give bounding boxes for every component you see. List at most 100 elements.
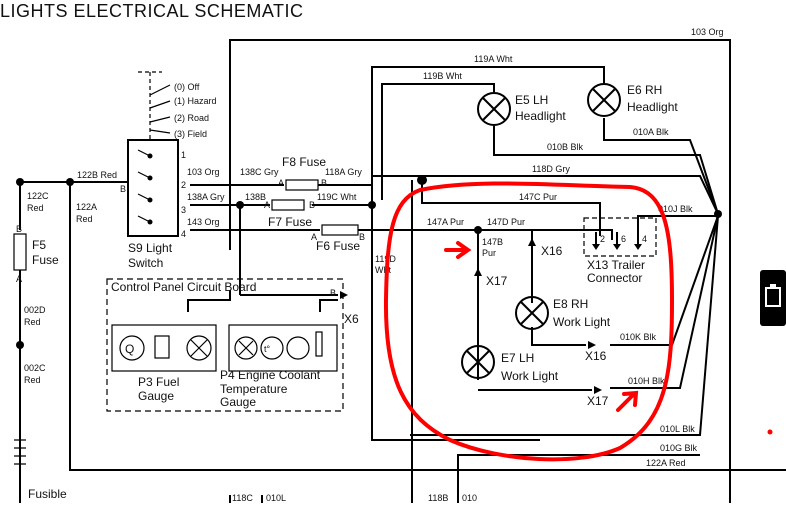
wire-103-org-b: 103 Org xyxy=(187,167,220,177)
x16-label-a: X16 xyxy=(541,244,563,258)
wire-118d: 118D Gry xyxy=(532,164,570,174)
p3-label-1: P3 Fuel xyxy=(138,375,179,389)
terminal-2: 2 xyxy=(181,180,186,190)
red-circle-annotation xyxy=(383,181,675,462)
svg-text:A: A xyxy=(311,232,317,242)
switch-pos-field: (3) Field xyxy=(174,129,207,139)
switch-pos-hazard: (1) Hazard xyxy=(174,96,217,106)
svg-text:A: A xyxy=(278,178,284,188)
wire-002d-1: 002D xyxy=(24,305,46,315)
wire-002c-2: Red xyxy=(24,375,41,385)
wire-002d-2: Red xyxy=(24,317,41,327)
wire-119d-2: Wht xyxy=(375,265,392,275)
wire-010l: 010L Blk xyxy=(660,424,695,434)
svg-text:B: B xyxy=(309,200,315,210)
e7-label-1: E7 LH xyxy=(501,351,534,365)
lamp-e8: E8 RH Work Light xyxy=(515,296,611,330)
switch-pos-off: (0) Off xyxy=(174,82,200,92)
panel-label: Control Panel Circuit Board xyxy=(111,280,256,294)
x6-label: X6 xyxy=(344,312,359,326)
red-arrow-annotation-2 xyxy=(616,390,639,412)
e8-label-1: E8 RH xyxy=(553,297,588,311)
red-annotations xyxy=(383,181,773,462)
wire-010-bottom: 010 xyxy=(462,493,477,503)
wire-122a-2: Red xyxy=(76,214,93,224)
svg-text:2: 2 xyxy=(600,234,605,244)
switch-contacts xyxy=(137,149,153,225)
fusible-label: Fusible xyxy=(28,487,67,501)
e5-label-1: E5 LH xyxy=(515,93,548,107)
fuse-f8: F8 Fuse A B xyxy=(278,155,327,191)
wire-010a: 010A Blk xyxy=(633,127,669,137)
wire-143: 143 Org xyxy=(187,217,220,227)
e8-label-2: Work Light xyxy=(553,315,611,329)
wiring xyxy=(19,39,786,503)
lamp-e5: E5 LH Headlight xyxy=(477,92,566,126)
x17-label-b: X17 xyxy=(587,394,609,408)
switch-pin-b: B xyxy=(120,184,126,194)
p4-label-1: P4 Engine Coolant xyxy=(220,368,321,382)
svg-text:4: 4 xyxy=(642,234,647,244)
fusible-link: Fusible xyxy=(14,430,67,503)
svg-text:6: 6 xyxy=(621,234,626,244)
wire-002c-1: 002C xyxy=(24,363,46,373)
p3-label-2: Gauge xyxy=(138,389,174,403)
wire-119b: 119B Wht xyxy=(423,71,462,81)
x17-label-a: X17 xyxy=(486,274,508,288)
svg-text:B: B xyxy=(16,224,22,234)
wire-010b: 010B Blk xyxy=(547,142,584,152)
f5-label-2: Fuse xyxy=(32,253,59,267)
switch-pos-road: (2) Road xyxy=(174,113,209,123)
wire-119a: 119A Wht xyxy=(474,54,513,64)
terminal-1: 1 xyxy=(181,150,186,160)
wire-118b: 118B xyxy=(428,493,448,503)
f5-label-1: F5 xyxy=(32,238,46,252)
wire-138a: 138A Gry xyxy=(187,192,225,202)
wire-147a: 147A Pur xyxy=(427,217,464,227)
e5-label-2: Headlight xyxy=(515,109,566,123)
connectors: X16 X17 X16 X17 X6 B xyxy=(330,238,609,408)
wire-147b-1: 147B xyxy=(482,237,503,247)
wire-147d: 147D Pur xyxy=(487,217,525,227)
wire-labels: 103 Org 119A Wht 119B Wht 010B Blk 010A … xyxy=(24,27,724,503)
wire-122b: 122B Red xyxy=(77,170,117,180)
wire-122a-1: 122A xyxy=(76,202,97,212)
lamp-e7: E7 LH Work Light xyxy=(461,345,559,383)
p4-label-3: Gauge xyxy=(220,395,256,409)
wire-138c: 138C Gry xyxy=(240,167,279,177)
page-title: LIGHTS ELECTRICAL SCHEMATIC xyxy=(0,1,304,21)
wire-147c: 147C Pur xyxy=(519,192,557,202)
e6-label-1: E6 RH xyxy=(627,83,662,97)
wire-010h: 010H Blk xyxy=(628,376,665,386)
side-tab xyxy=(760,270,786,326)
e7-label-2: Work Light xyxy=(501,369,559,383)
f7-label: F7 Fuse xyxy=(268,215,312,229)
wire-122a-red: 122A Red xyxy=(646,458,686,468)
terminal-3: 3 xyxy=(181,205,186,215)
wire-147b-2: Pur xyxy=(482,248,496,258)
x16-label-b: X16 xyxy=(585,349,607,363)
fuse-f7: F7 Fuse A B xyxy=(264,199,315,229)
x13-label-2: Connector xyxy=(587,271,642,285)
f6-label: F6 Fuse xyxy=(316,239,360,253)
junction-dots xyxy=(16,175,722,349)
trailer-connector-x13: 2 6 4 X13 Trailer Connector xyxy=(583,217,657,285)
terminal-4: 4 xyxy=(181,229,186,239)
wire-010g: 010G Blk xyxy=(660,443,698,453)
svg-text:B: B xyxy=(321,178,327,188)
red-arrow-annotation-1 xyxy=(444,241,472,259)
svg-text:B: B xyxy=(330,288,336,298)
e6-label-2: Headlight xyxy=(627,100,678,114)
x13-label-1: X13 Trailer xyxy=(587,258,645,272)
wire-119c: 119C Wht xyxy=(317,192,357,202)
wire-010k: 010K Blk xyxy=(620,332,657,342)
red-dot-annotation xyxy=(767,429,773,435)
svg-text:A: A xyxy=(16,274,22,284)
wire-010l-bottom: 010L xyxy=(266,493,286,503)
wire-010j: 010J Blk xyxy=(658,204,693,214)
p4-label-2: Temperature xyxy=(220,382,288,396)
f8-label: F8 Fuse xyxy=(282,155,326,169)
wire-122c-1: 122C xyxy=(27,191,49,201)
